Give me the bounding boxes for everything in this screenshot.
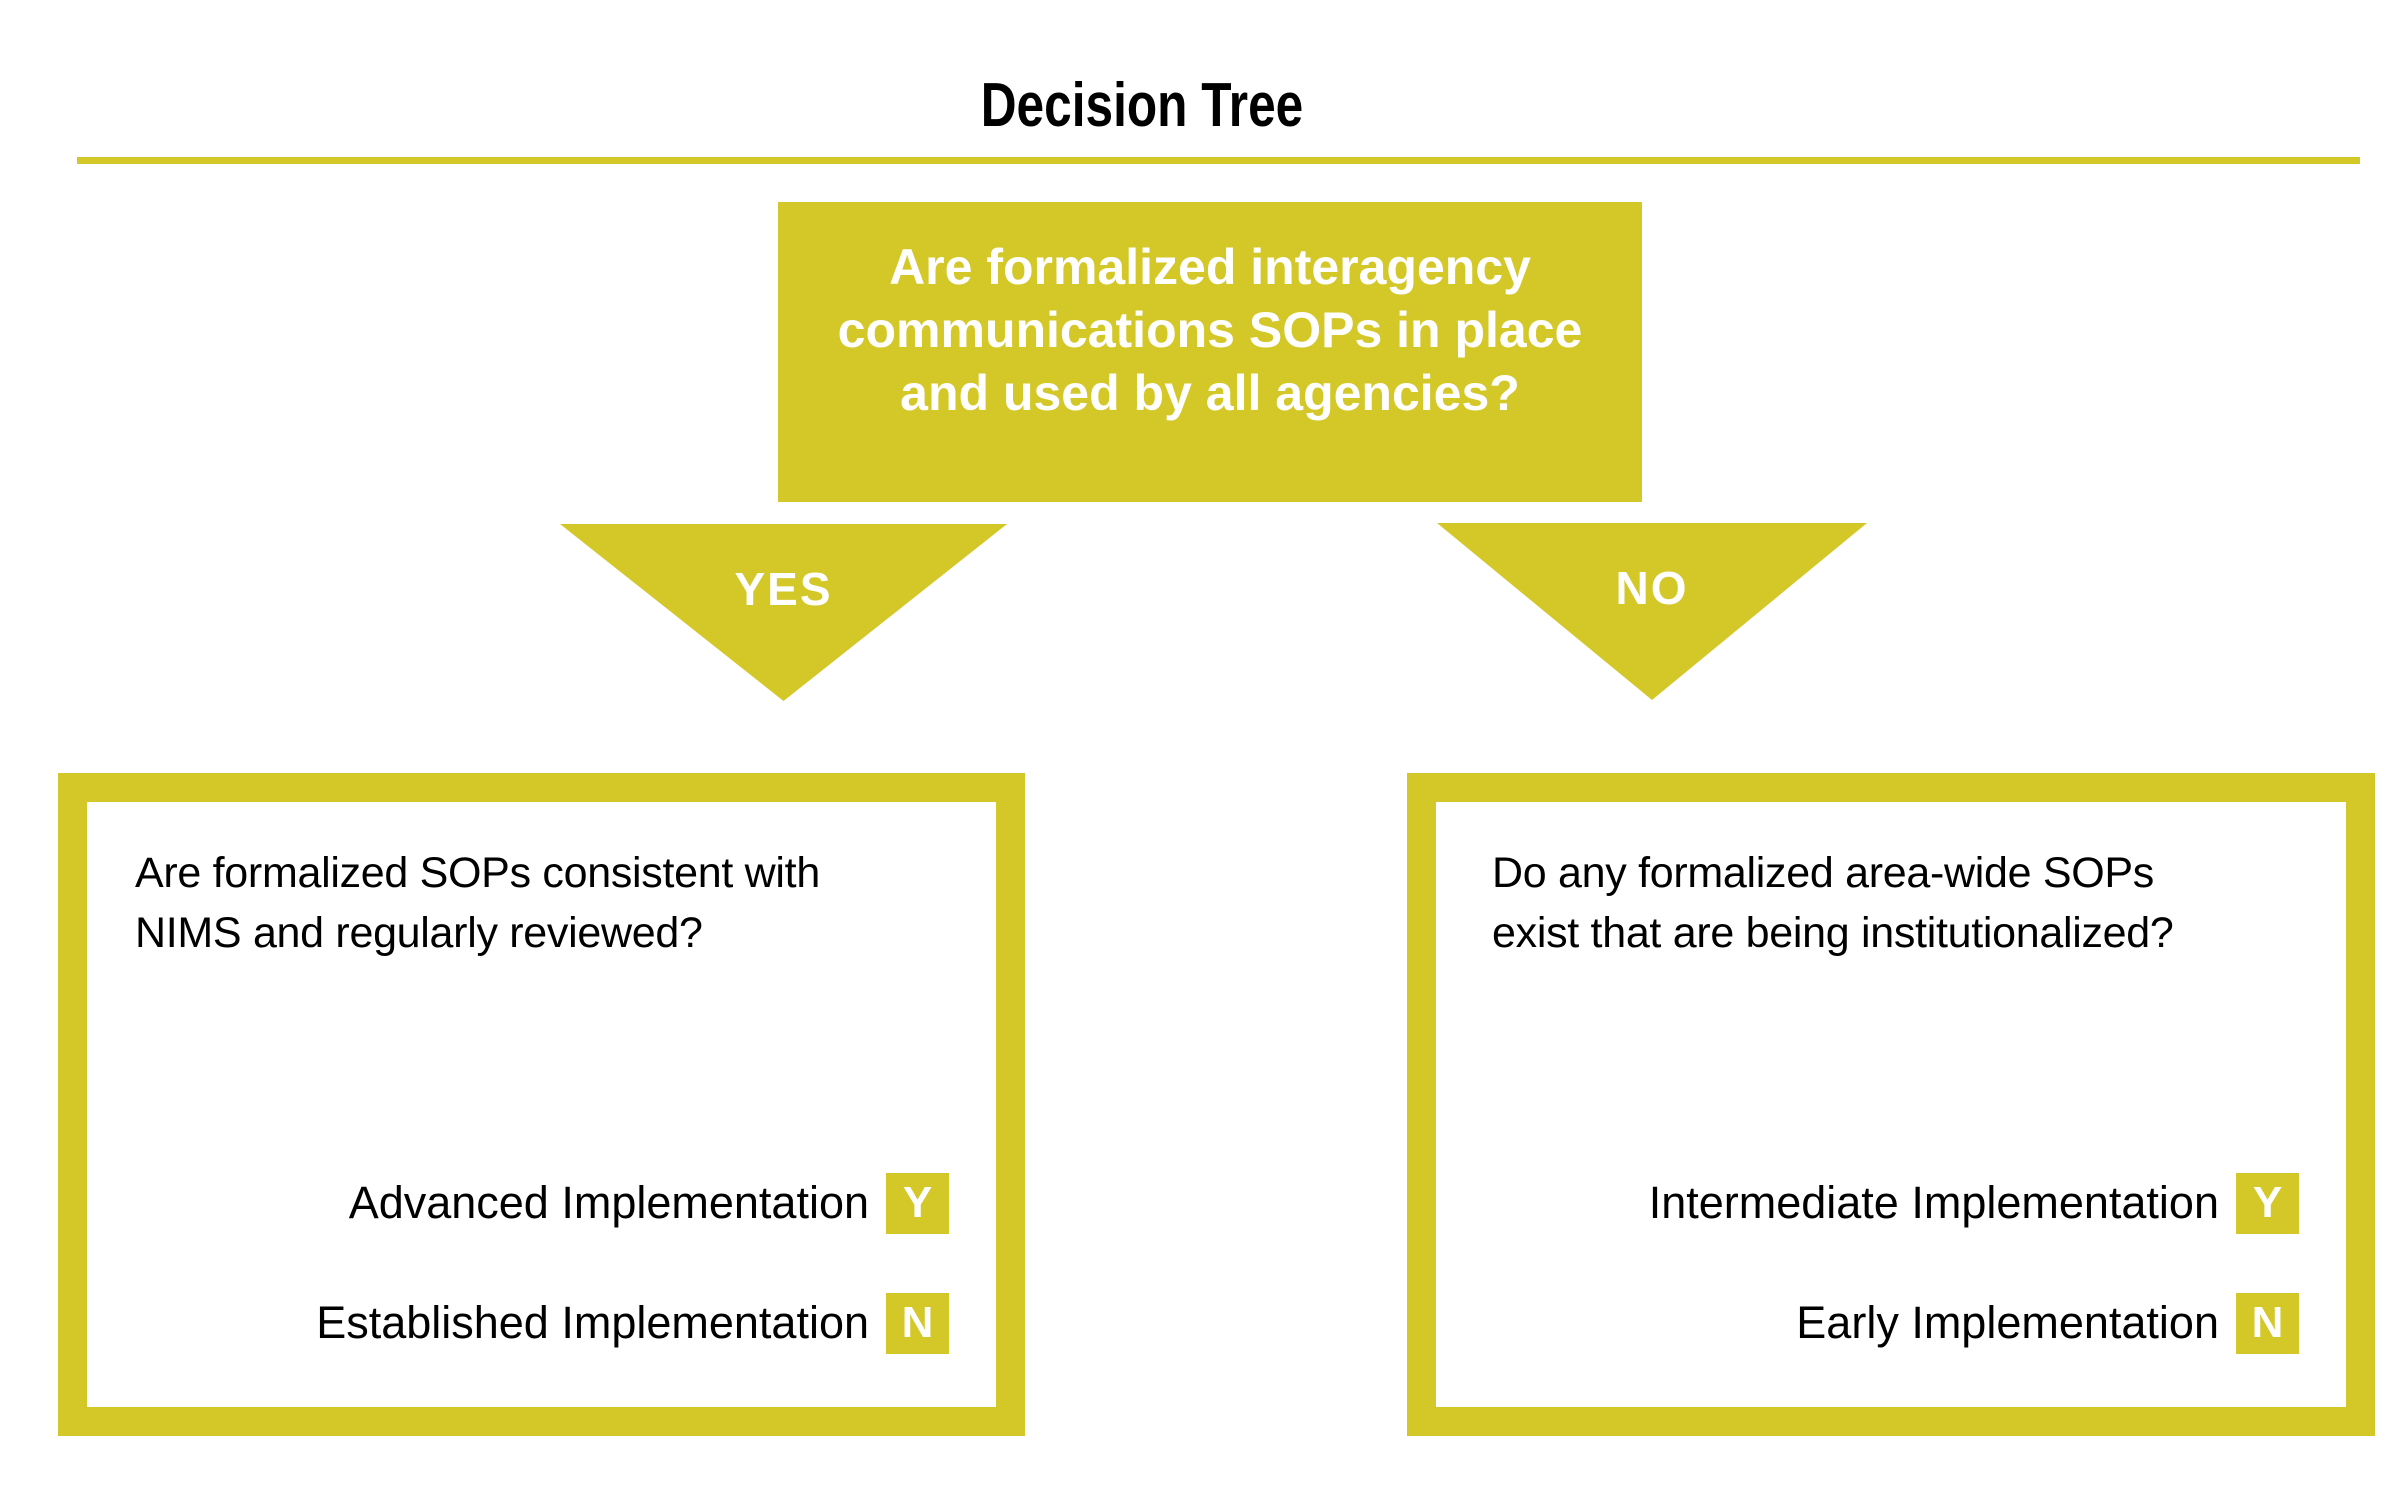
triangle-down-icon bbox=[560, 524, 1007, 701]
outcome-label: Early Implementation bbox=[1796, 1297, 2219, 1348]
branch-question-line: Do any formalized area-wide SOPs bbox=[1492, 849, 2154, 897]
outcome-badge-y: Y bbox=[886, 1172, 949, 1234]
yes-branch-box: Are formalized SOPs consistent with NIMS… bbox=[58, 773, 1025, 1436]
outcome-row: Early Implementation N bbox=[1796, 1292, 2299, 1354]
yes-arrow-label: YES bbox=[734, 563, 833, 615]
no-arrow: NO bbox=[1437, 523, 1867, 700]
root-question-box: Are formalized interagency communication… bbox=[778, 202, 1642, 502]
outcome-row: Advanced Implementation Y bbox=[349, 1172, 949, 1234]
outcome-label: Established Implementation bbox=[316, 1297, 869, 1348]
outcome-row: Intermediate Implementation Y bbox=[1649, 1172, 2299, 1234]
branch-question: Do any formalized area-wide SOPs exist t… bbox=[1492, 843, 2174, 963]
outcome-label: Advanced Implementation bbox=[348, 1177, 869, 1228]
yes-arrow: YES bbox=[560, 524, 1007, 701]
no-branch-box: Do any formalized area-wide SOPs exist t… bbox=[1407, 773, 2375, 1436]
root-question-line: Are formalized interagency bbox=[889, 239, 1531, 295]
outcome-badge-n: N bbox=[886, 1292, 949, 1354]
root-question-line: communications SOPs in place bbox=[837, 302, 1583, 358]
root-question-line: and used by all agencies? bbox=[900, 365, 1520, 421]
triangle-down-icon bbox=[1437, 523, 1867, 700]
outcome-badge-n: N bbox=[2236, 1292, 2299, 1354]
no-arrow-label: NO bbox=[1615, 562, 1689, 614]
outcome-row: Established Implementation N bbox=[316, 1292, 949, 1354]
outcome-badge-y: Y bbox=[2236, 1172, 2299, 1234]
outcome-label: Intermediate Implementation bbox=[1648, 1177, 2219, 1228]
branch-question-line: exist that are being institutionalized? bbox=[1492, 909, 2174, 957]
branch-question-line: NIMS and regularly reviewed? bbox=[135, 909, 703, 957]
title-divider bbox=[77, 157, 2360, 164]
branch-question: Are formalized SOPs consistent with NIMS… bbox=[135, 843, 820, 963]
branch-question-line: Are formalized SOPs consistent with bbox=[135, 849, 820, 897]
page-title: Decision Tree bbox=[980, 71, 1304, 140]
